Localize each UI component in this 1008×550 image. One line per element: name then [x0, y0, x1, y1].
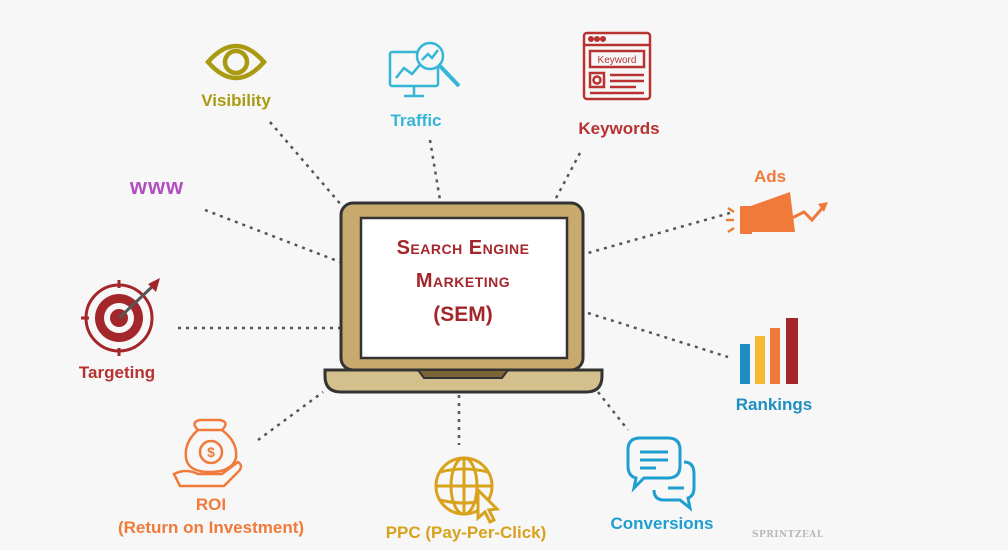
label-ppc: PPC (Pay-Per-Click) — [385, 523, 547, 542]
keyword-browser-icon — [582, 31, 652, 101]
center-title-line2: Marketing — [415, 270, 511, 292]
center-title-line3: (SEM) — [433, 303, 493, 326]
label-roi-sub: (Return on Investment) — [117, 518, 305, 537]
label-keywords: Keywords — [578, 119, 660, 138]
connector-www — [204, 208, 341, 264]
globe-cursor-icon — [434, 456, 501, 525]
label-rankings: Rankings — [735, 395, 813, 414]
rankings-bar-icon — [740, 318, 798, 384]
label-conversions: Conversions — [610, 514, 714, 533]
connector-traffic — [428, 139, 442, 201]
money-bag-icon — [172, 418, 243, 488]
center-title-line1: Search Engine — [396, 237, 530, 259]
connector-visibility — [269, 121, 344, 208]
connector-rankings — [587, 311, 729, 359]
label-www: www — [129, 174, 185, 199]
connectors — [178, 121, 731, 445]
label-traffic: Traffic — [390, 111, 442, 130]
connector-ads — [587, 211, 731, 255]
target-icon — [81, 278, 160, 356]
label-ads: Ads — [753, 167, 787, 186]
center-title: Search Engine Marketing (SEM) — [362, 232, 564, 331]
megaphone-icon — [726, 192, 828, 234]
keyword-box-text: Keyword — [598, 55, 637, 66]
chat-bubbles-icon — [626, 436, 696, 512]
connector-roi — [257, 390, 324, 442]
label-targeting: Targeting — [78, 363, 156, 382]
traffic-analytics-icon — [388, 41, 461, 98]
label-roi: ROI — [195, 495, 227, 514]
connector-conversions — [597, 391, 629, 431]
laptop-icon — [323, 201, 604, 394]
dollar-sign: $ — [207, 444, 215, 460]
watermark-logo: SPRINTZEAL — [752, 530, 824, 540]
eye-icon — [205, 43, 267, 81]
connector-keywords — [553, 152, 582, 201]
label-visibility: Visibility — [201, 91, 271, 110]
